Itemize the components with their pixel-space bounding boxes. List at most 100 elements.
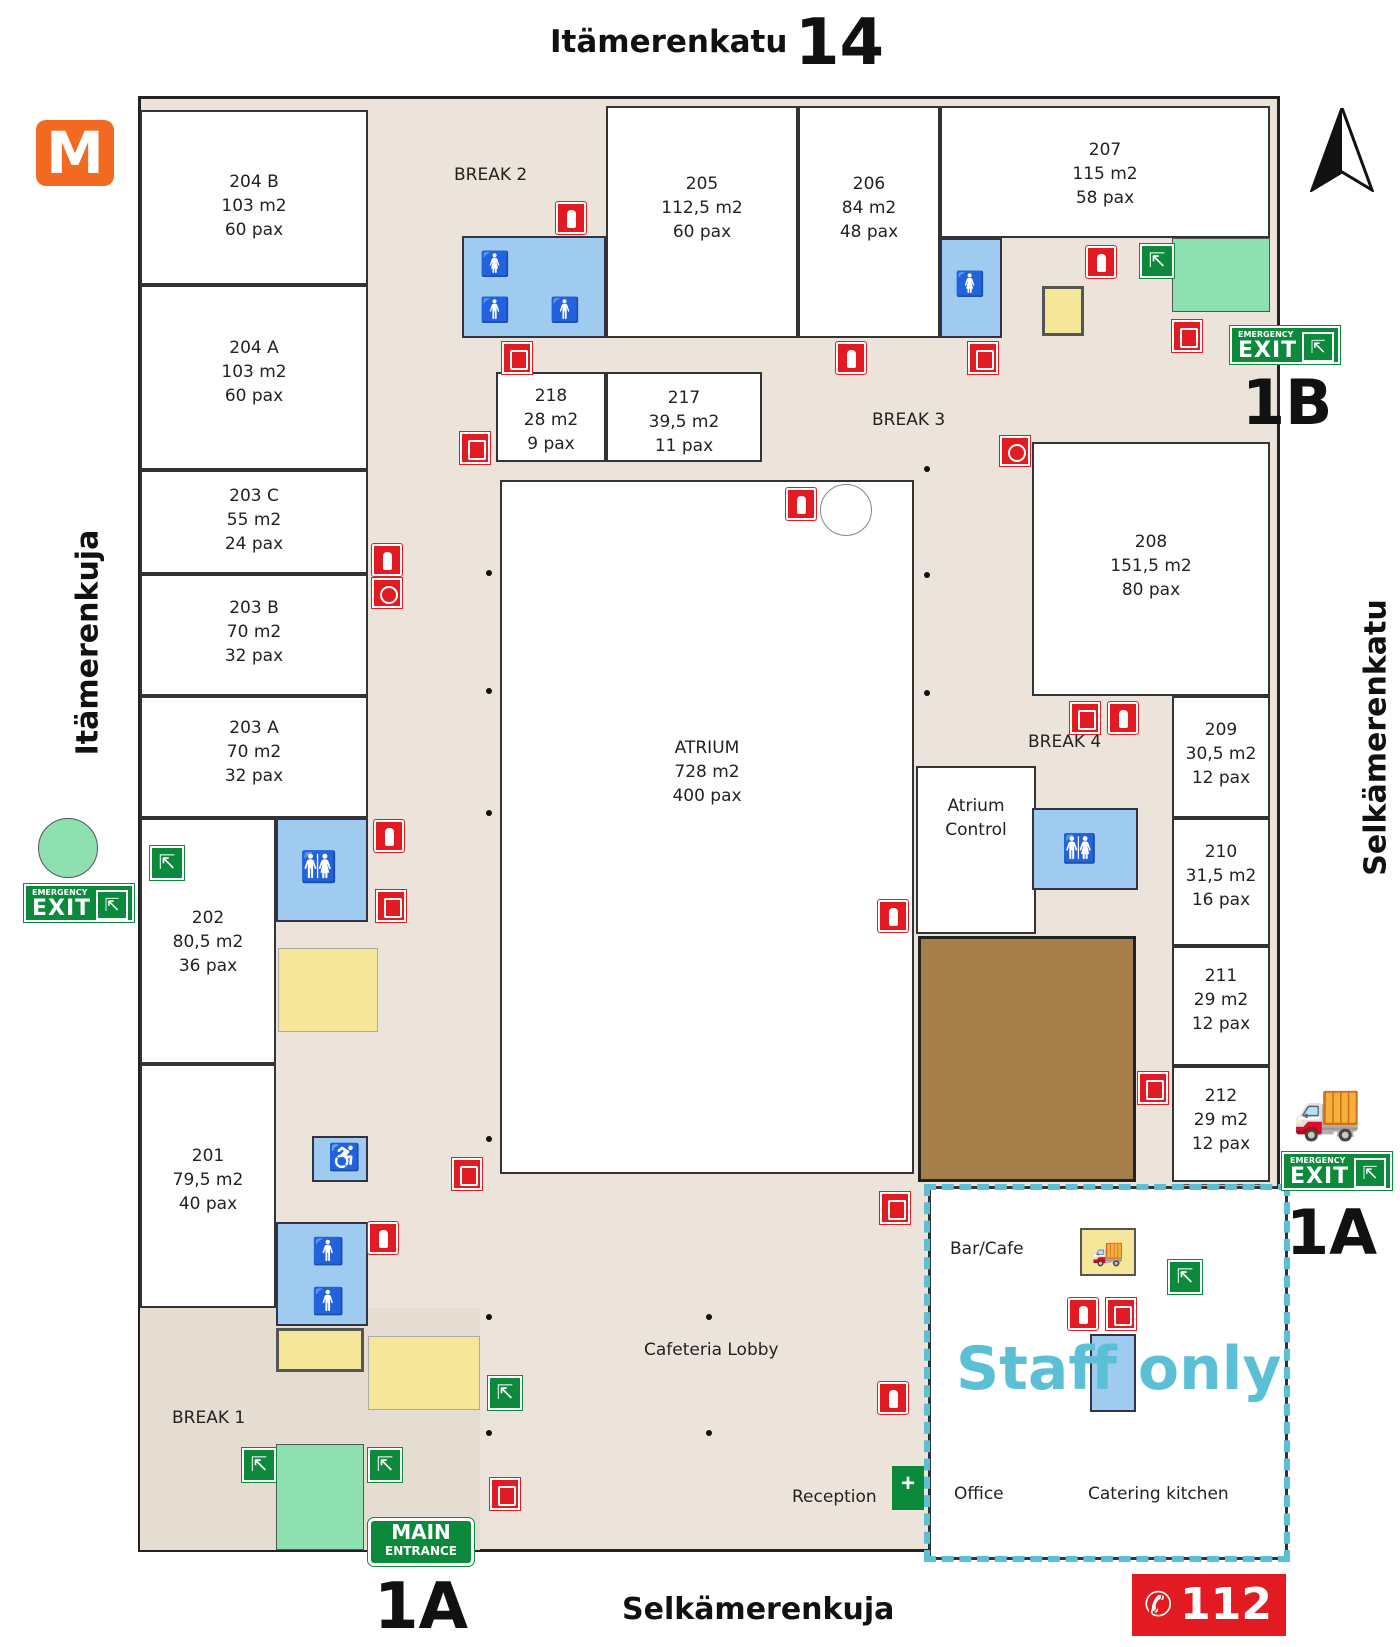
area-office: Office <box>954 1484 1004 1504</box>
fire-alarm-icon <box>375 889 407 923</box>
exit-runner-icon: ⇱ <box>487 1375 523 1411</box>
wc-staff <box>1090 1334 1136 1412</box>
room-210[interactable] <box>1172 818 1270 946</box>
entrance-1a-east-label: 1A <box>1286 1196 1378 1269</box>
area-catering-kitchen: Catering kitchen <box>1088 1484 1229 1504</box>
spiral-stair-atrium <box>820 484 872 536</box>
fire-alarm-icon <box>489 1477 521 1511</box>
column <box>706 1314 712 1320</box>
room-206[interactable] <box>798 106 940 338</box>
fire-hose-icon <box>371 577 403 609</box>
wc-accessible <box>312 1136 368 1182</box>
fire-alarm-icon <box>1137 1071 1169 1105</box>
emergency-number: 112 <box>1180 1579 1272 1630</box>
wc-east-icon: 🚻 <box>1062 833 1097 864</box>
area-cafeteria-lobby: Cafeteria Lobby <box>644 1340 779 1360</box>
area-bar-cafe: Bar/Cafe <box>950 1239 1024 1259</box>
staff-only-label: Staff only <box>956 1334 1282 1404</box>
fire-extinguisher-icon <box>877 899 909 933</box>
brown-room <box>918 936 1136 1182</box>
area-break2: BREAK 2 <box>454 165 528 185</box>
stairs-spiral-west <box>38 818 98 878</box>
north-arrow-icon <box>1310 108 1374 192</box>
wc-north-left-icon-1: 🚺 <box>480 251 510 278</box>
room-203c[interactable] <box>140 470 368 574</box>
area-break1: BREAK 1 <box>172 1408 246 1428</box>
room-218[interactable] <box>496 372 606 462</box>
exit-runner-icon: ⇱ <box>367 1447 403 1483</box>
area-reception: Reception <box>792 1487 877 1507</box>
room-211[interactable] <box>1172 946 1270 1066</box>
room-204a[interactable] <box>140 285 368 470</box>
column <box>486 570 492 576</box>
fire-extinguisher-icon <box>367 1221 399 1255</box>
area-break3: BREAK 3 <box>872 410 946 430</box>
entrance-1b-label: 1B <box>1242 366 1333 439</box>
fire-extinguisher-icon <box>785 487 817 521</box>
wc-west-lower <box>276 1222 368 1326</box>
wheelchair-icon: ♿ <box>328 1142 361 1172</box>
main-entrance-line2: ENTRANCE <box>385 1544 457 1558</box>
wc-east <box>1032 808 1138 890</box>
exit-runner-icon: ⇱ <box>1167 1259 1203 1295</box>
exit-runner-icon: ⇱ <box>241 1447 277 1483</box>
room-208[interactable] <box>1032 442 1270 696</box>
area-break4: BREAK 4 <box>1028 732 1102 752</box>
delivery-truck-icon: 🚚 <box>1292 1079 1362 1142</box>
fire-extinguisher-icon <box>555 201 587 235</box>
room-atrium-control[interactable] <box>916 766 1036 934</box>
staff-only-border <box>924 1184 1290 1562</box>
fire-extinguisher-icon <box>1107 701 1139 735</box>
street-south: Selkämerenkuja <box>622 1592 895 1627</box>
room-205[interactable] <box>606 106 798 338</box>
exit-runner-icon: ⇱ <box>149 845 185 881</box>
column <box>486 810 492 816</box>
wc-north-right <box>940 238 1002 338</box>
column <box>486 1430 492 1436</box>
room-217[interactable] <box>606 372 762 462</box>
room-204b[interactable] <box>140 110 368 285</box>
street-west: Itämerenkuja <box>70 529 106 756</box>
room-atrium[interactable] <box>500 480 914 1174</box>
room-201[interactable] <box>140 1064 276 1308</box>
fire-extinguisher-icon <box>835 341 867 375</box>
phone-icon: ✆ <box>1144 1585 1173 1625</box>
main-entrance-line1: MAIN <box>391 1520 451 1544</box>
room-209[interactable] <box>1172 696 1270 818</box>
first-aid-icon: + <box>892 1466 924 1510</box>
wc-west-lower-icon-2: 🚹 <box>312 1286 345 1316</box>
column <box>924 466 930 472</box>
street-north: Itämerenkatu <box>550 24 788 60</box>
wc-west-lower-icon-1: 🚹 <box>312 1236 345 1266</box>
entrance-1a-main-label: 1A <box>374 1570 469 1644</box>
room-203a[interactable] <box>140 696 368 818</box>
emergency-number-badge: ✆ 112 <box>1132 1574 1286 1636</box>
room-203b[interactable] <box>140 574 368 696</box>
fire-extinguisher-icon <box>371 543 403 577</box>
room-212[interactable] <box>1172 1066 1270 1182</box>
column <box>706 1430 712 1436</box>
fire-alarm-icon <box>967 341 999 375</box>
exit-runner-icon: ⇱ <box>1139 243 1175 279</box>
street-north-number: 14 <box>795 6 885 80</box>
metro-icon: M <box>36 120 114 186</box>
wc-north-right-icon: 🚺 <box>955 271 985 298</box>
fire-alarm-icon <box>451 1157 483 1191</box>
fire-hose-icon <box>999 435 1031 467</box>
column <box>486 1136 492 1142</box>
room-207[interactable] <box>940 106 1270 238</box>
